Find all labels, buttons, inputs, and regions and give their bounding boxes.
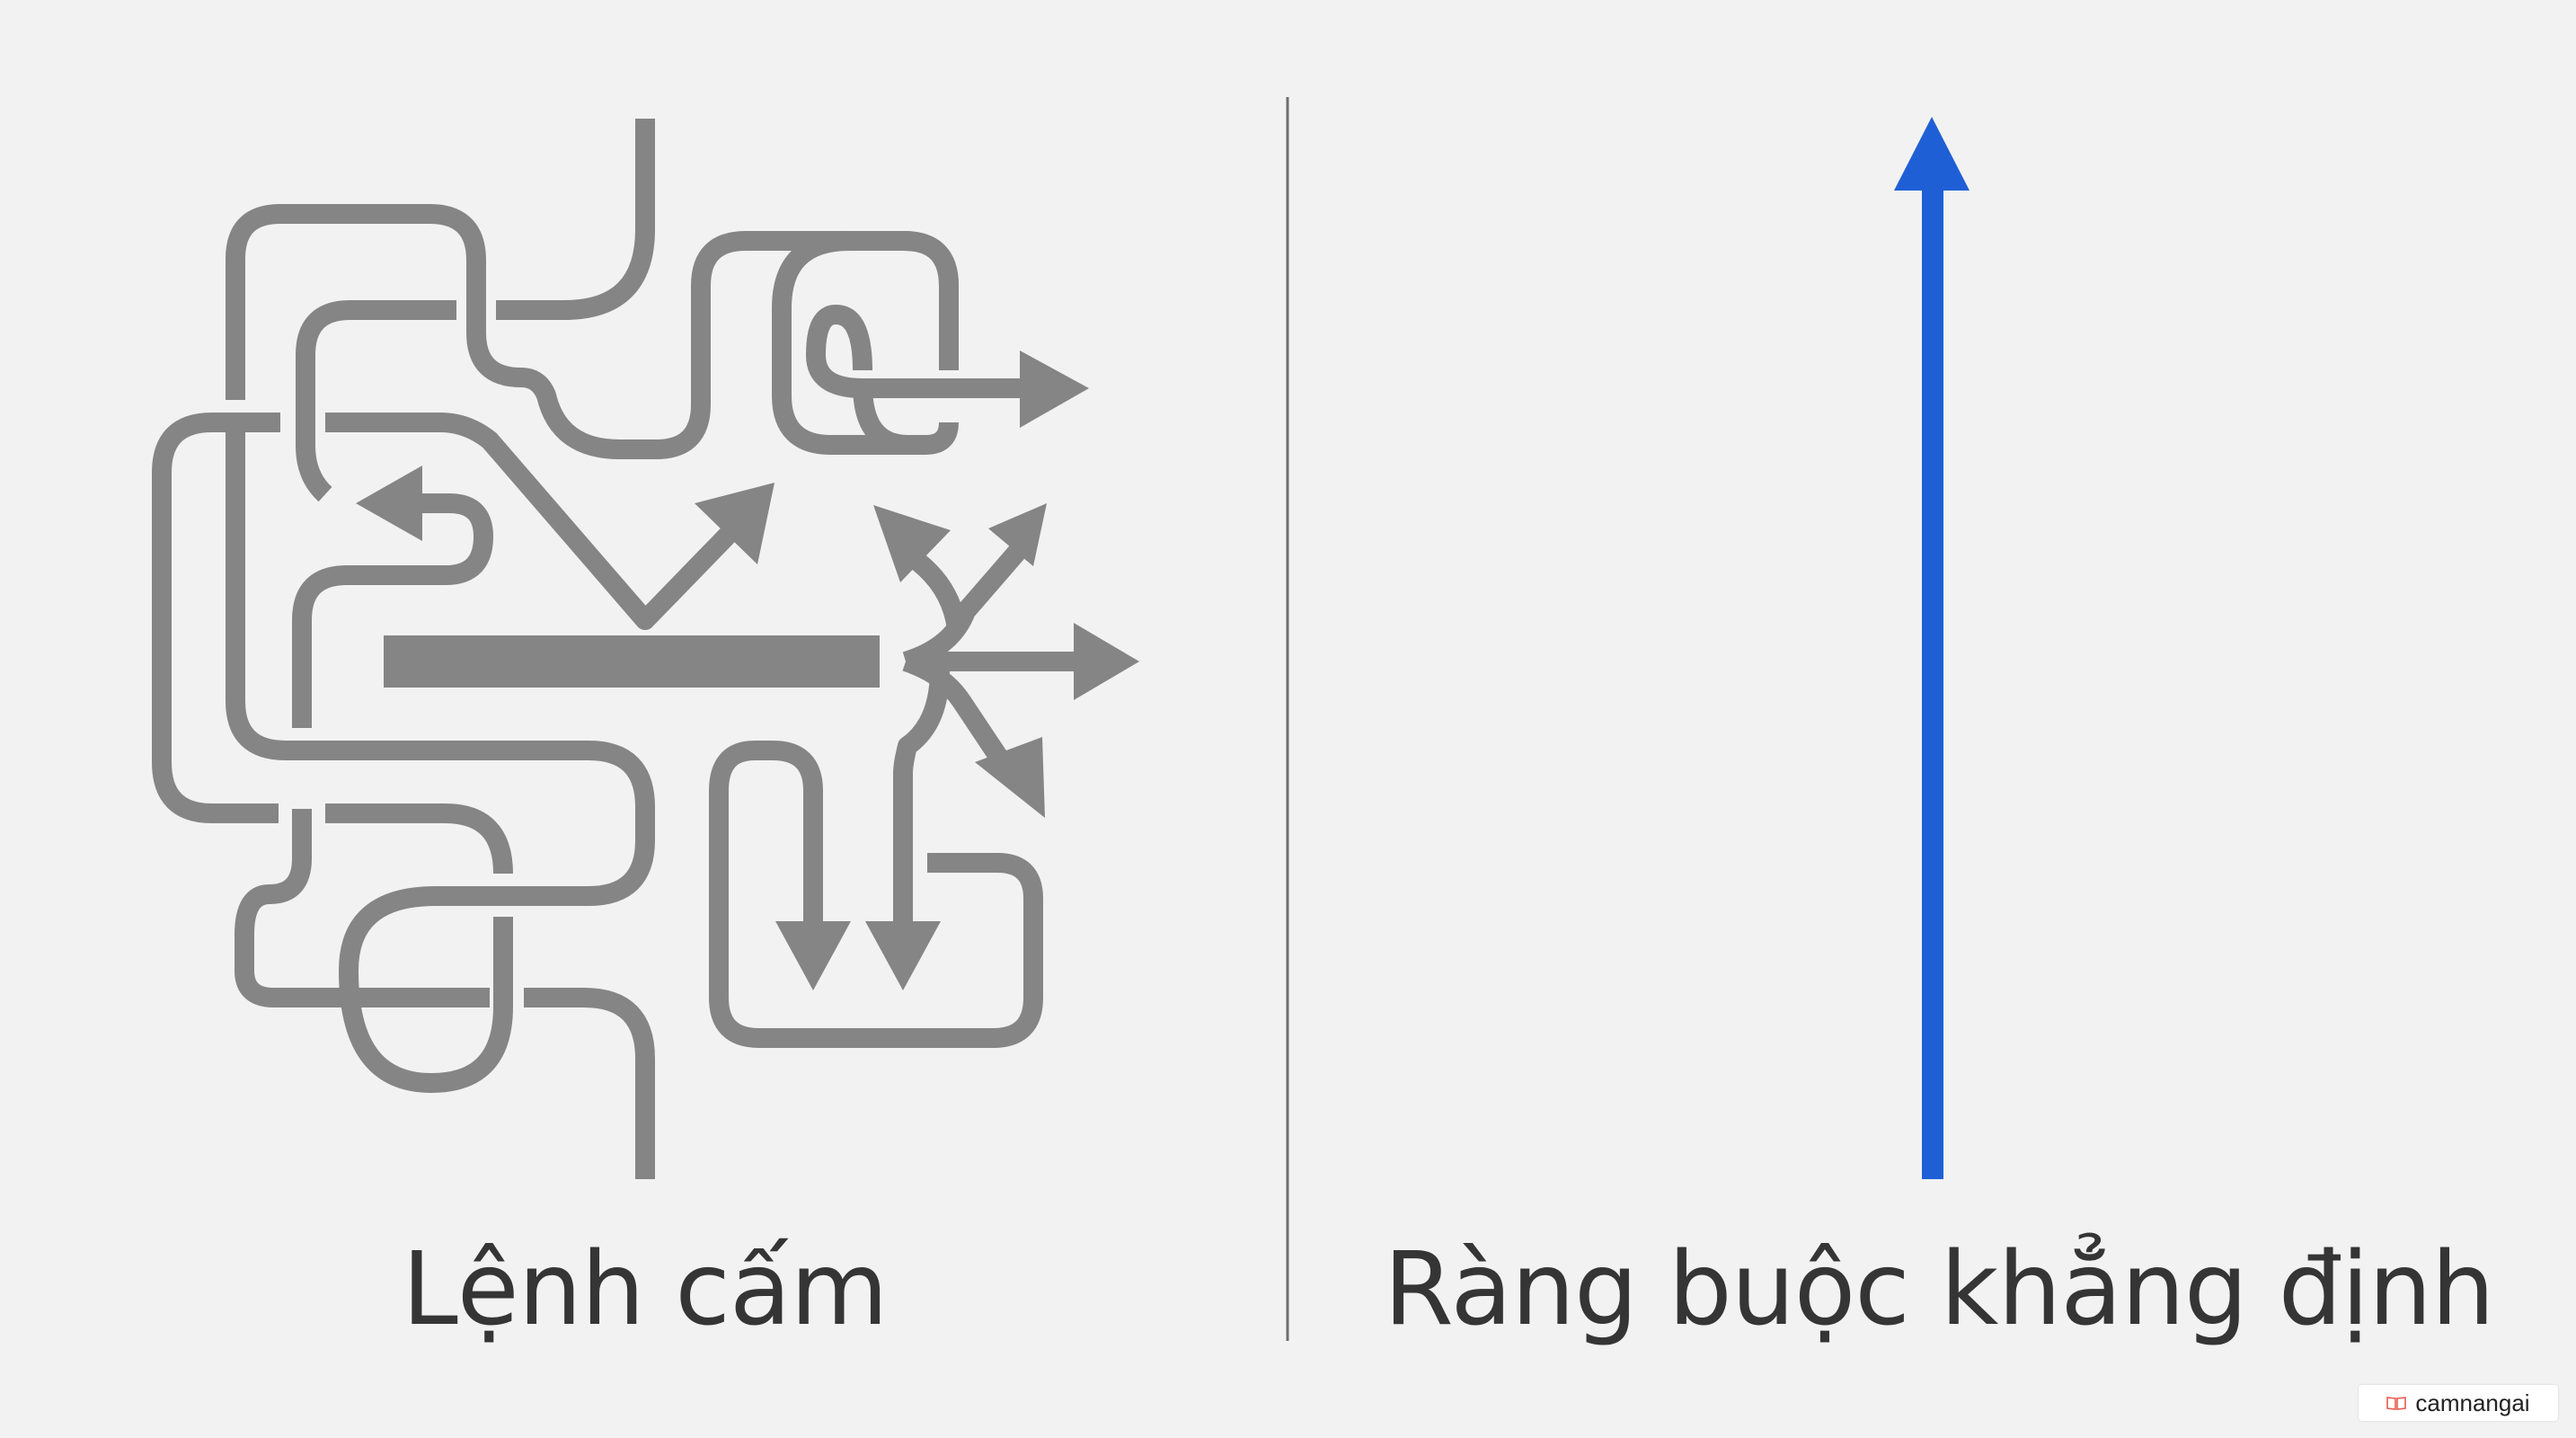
blocking-bar <box>384 635 880 688</box>
tangled-path <box>226 422 655 1093</box>
arrow-head-icon <box>873 505 951 582</box>
tangled-path <box>496 119 655 320</box>
watermark-badge: camnangai <box>2359 1385 2558 1421</box>
prohibition-label: Lệnh cấm <box>402 1231 888 1348</box>
book-icon <box>2386 1397 2407 1410</box>
arrow-head-icon <box>865 921 941 990</box>
arrow-head-icon <box>775 921 851 990</box>
tangled-path <box>709 741 1043 1048</box>
arrow-head-icon <box>695 483 775 564</box>
arrow-head-icon <box>988 503 1047 566</box>
arrow-shaft <box>1922 180 1943 1179</box>
tangled-path <box>772 231 959 455</box>
tangled-path <box>524 988 655 1179</box>
tangled-path <box>902 652 1015 775</box>
positive-constraint-label: Ràng buộc khẳng định <box>1384 1231 2495 1348</box>
tangled-path <box>896 540 967 631</box>
tangled-path <box>235 809 490 1007</box>
tangled-path <box>296 300 456 502</box>
tangled-path <box>325 803 513 874</box>
arrow-head-icon <box>1020 351 1089 428</box>
arrow-head-icon <box>1074 623 1139 700</box>
tangled-arrows-icon <box>152 119 1139 1179</box>
watermark-text: camnangai <box>2415 1389 2530 1416</box>
arrow-head-icon <box>975 737 1045 818</box>
straight-up-arrow-icon <box>1894 117 1970 1179</box>
tangled-path <box>226 204 959 459</box>
tangled-path <box>152 413 280 823</box>
tangled-path <box>893 669 950 935</box>
tangled-path <box>325 413 744 630</box>
arrow-head-icon <box>356 466 422 541</box>
arrow-head-icon <box>1894 117 1970 191</box>
tangled-path <box>292 493 493 728</box>
tangled-path <box>806 305 1033 398</box>
